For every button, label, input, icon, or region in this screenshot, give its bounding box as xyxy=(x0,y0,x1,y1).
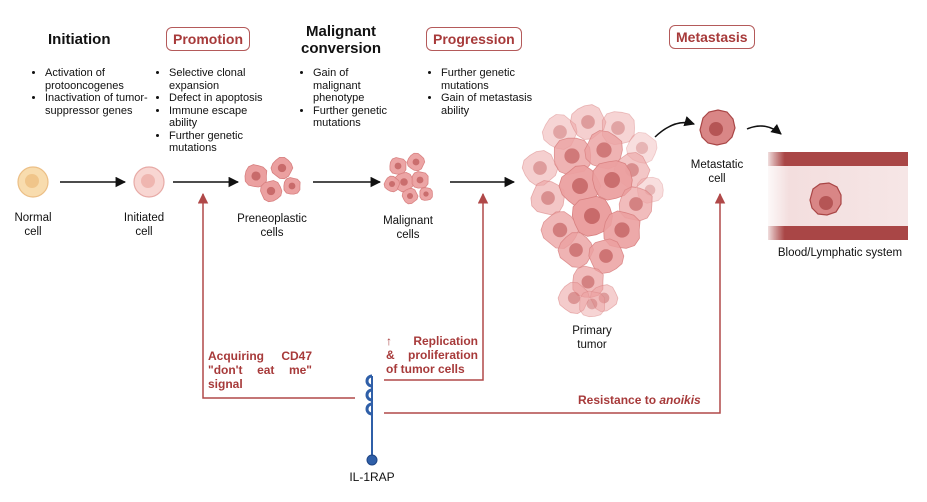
label-il1rap: IL-1RAP xyxy=(349,470,395,484)
malignant-conversion-bullets: Gain of malignant phenotype Further gene… xyxy=(301,67,391,130)
arrow-metastatic-to-blood xyxy=(746,123,782,135)
metastatic-cell-icon xyxy=(699,109,736,146)
stage-malignant-conversion: Malignant conversion xyxy=(300,23,382,57)
stage-promotion: Promotion xyxy=(166,27,250,51)
stage-initiation: Initiation xyxy=(48,31,111,48)
bullet-item: Defect in apoptosis xyxy=(169,92,271,105)
preneoplastic-cells-icon xyxy=(244,157,301,203)
bullet-item: Gain of metastasis ability xyxy=(441,92,539,117)
bullet-item: Selective clonal expansion xyxy=(169,67,271,92)
label-blood-lymphatic: Blood/Lymphatic system xyxy=(777,247,903,259)
label-replication: ↑ Replication & proliferation of tumor c… xyxy=(386,334,478,376)
bullet-item: Further genetic mutations xyxy=(313,105,391,130)
bullet-item: Activation of protooncogenes xyxy=(45,67,160,92)
primary-tumor-icon xyxy=(521,104,664,318)
progression-bullets: Further genetic mutations Gain of metast… xyxy=(429,67,539,117)
label-cd47-signal: Acquiring CD47 "don't eat me" signal xyxy=(208,349,312,391)
bullet-item: Immune escape ability xyxy=(169,105,271,130)
blood-vessel-icon xyxy=(768,152,908,240)
initiated-cell-icon xyxy=(133,166,165,198)
bullet-item: Inactivation of tumor-suppressor genes xyxy=(45,92,160,117)
malignant-cells-icon xyxy=(383,152,433,205)
bullet-item: Further genetic mutations xyxy=(169,130,271,155)
normal-cell-icon xyxy=(17,166,49,198)
il1rap-feedback-lines xyxy=(197,192,726,414)
stage-progression: Progression xyxy=(426,27,522,51)
promotion-bullets: Selective clonal expansion Defect in apo… xyxy=(157,67,271,155)
il1rap-receptor-icon xyxy=(365,374,378,466)
bullet-item: Gain of malignant phenotype xyxy=(313,67,391,105)
initiation-bullets: Activation of protooncogenes Inactivatio… xyxy=(33,67,160,117)
arrow-tumor-to-metastatic xyxy=(654,116,696,138)
bullet-item: Further genetic mutations xyxy=(441,67,539,92)
up-arrow-icon: ↑ xyxy=(386,334,392,348)
label-anoikis-resistance: Resistance to anoikis xyxy=(578,393,701,407)
stage-metastasis: Metastasis xyxy=(669,25,755,49)
